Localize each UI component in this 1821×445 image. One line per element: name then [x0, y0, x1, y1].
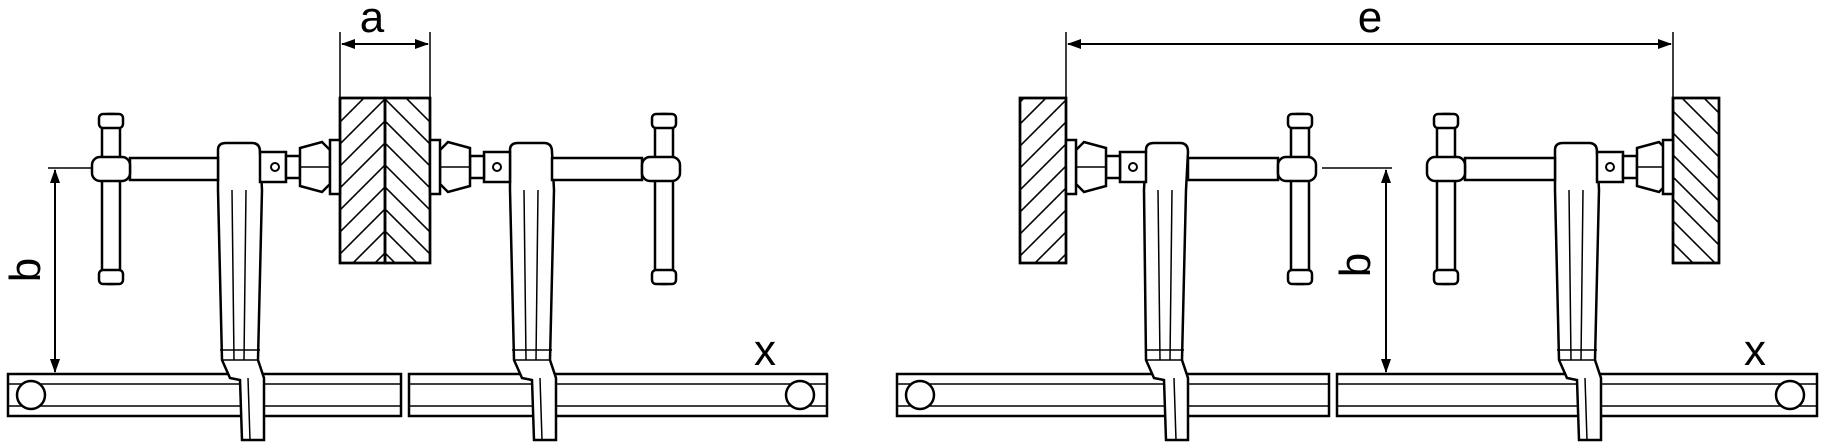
left-figure	[6, 32, 829, 442]
right-wall-left	[1018, 96, 1068, 265]
dimension-b-left	[48, 167, 92, 373]
left-rail	[6, 372, 829, 418]
dimension-b-right	[1322, 167, 1392, 373]
label-a: a	[360, 0, 385, 42]
dimension-a	[339, 32, 431, 98]
label-b-right: b	[1331, 253, 1380, 277]
right-figure	[895, 32, 1819, 442]
left-clamp-arm-2	[428, 112, 682, 442]
label-x-right: x	[1744, 326, 1766, 375]
right-wall-right	[1671, 96, 1721, 265]
left-clamp-arm-1	[90, 112, 342, 442]
dimension-e	[1065, 32, 1674, 98]
right-rail	[895, 372, 1819, 418]
label-b-left: b	[1, 258, 50, 282]
label-x-left: x	[754, 326, 776, 375]
label-e: e	[1358, 0, 1382, 42]
left-workpiece	[338, 96, 432, 265]
right-clamp-arm-2	[1425, 112, 1675, 442]
right-clamp-arm-1	[1064, 112, 1318, 442]
